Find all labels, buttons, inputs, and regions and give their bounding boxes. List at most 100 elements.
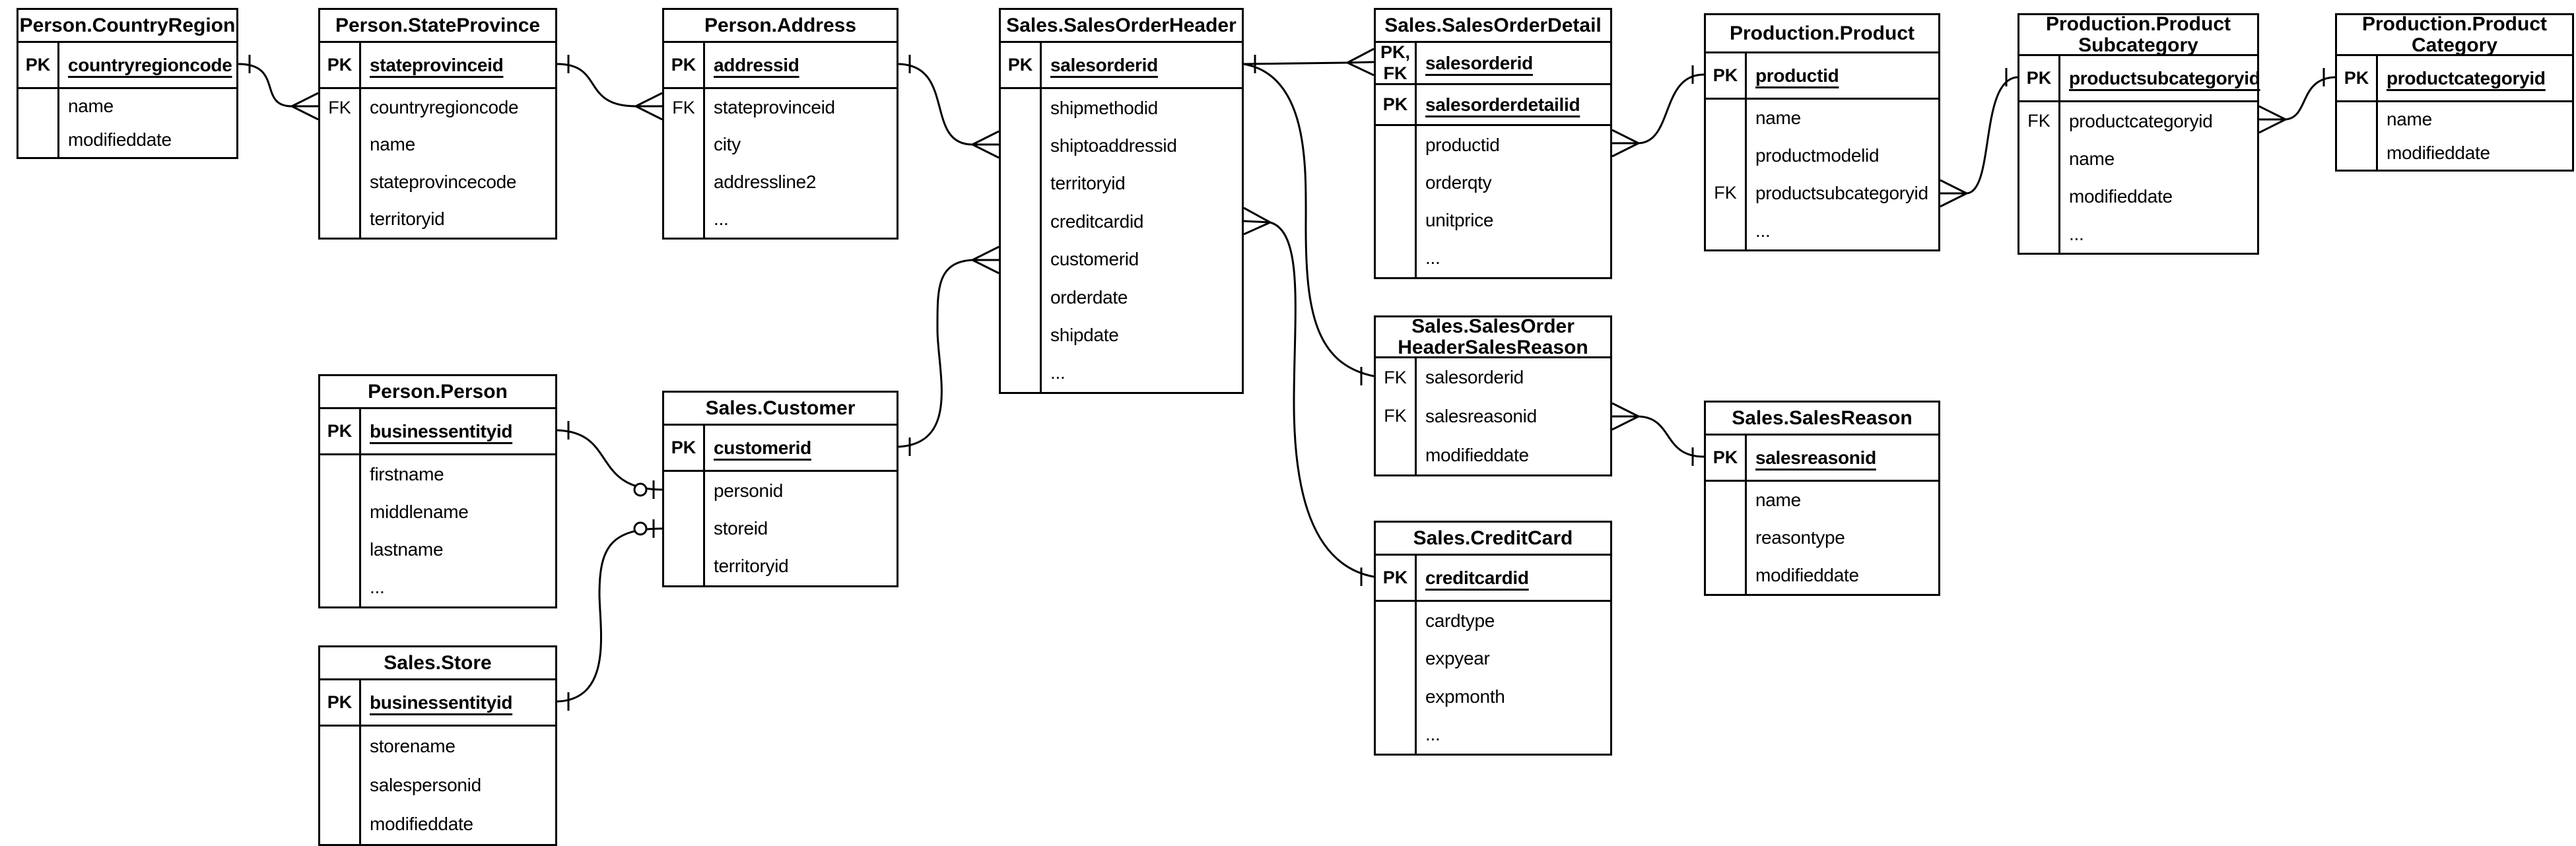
field-row: ... [1376, 239, 1610, 277]
entity-title: Sales.SalesOrderDetail [1376, 10, 1610, 43]
pk-field: salesreasonid [1755, 447, 1876, 468]
field-row: name [2337, 102, 2572, 136]
field-row: name [1706, 100, 1938, 137]
field-row: modifieddate [320, 804, 555, 844]
field-row: addressline2 [664, 163, 897, 201]
field-row: creditcardid [1001, 203, 1242, 241]
field-row: reasontype [1706, 519, 1938, 557]
entity-title: Sales.Store [320, 647, 555, 680]
connector-salesorderheader-salesorderdetail[interactable] [1243, 48, 1374, 77]
pk-row: PK salesreasonid [1706, 436, 1938, 482]
entity-person-countryregion[interactable]: Person.CountryRegion PK countryregioncod… [17, 8, 238, 159]
pk-row: PK customerid [664, 426, 897, 472]
connector-salesorderdetail-product[interactable] [1611, 65, 1705, 158]
pk-field: productsubcategoryid [2069, 67, 2260, 88]
key-label: FK [1376, 358, 1417, 397]
pk-field: salesorderdetailid [1425, 94, 1580, 115]
key-label: FK [2019, 102, 2060, 140]
field-row: modifieddate [18, 123, 236, 157]
field-list: cardtype expyear expmonth ... [1376, 602, 1610, 754]
key-label: PK [1706, 53, 1747, 98]
entity-production-product[interactable]: Production.Product PK productid name pro… [1704, 13, 1940, 251]
field-row: ... [320, 568, 555, 606]
field-row: name [320, 126, 555, 164]
field-list: name modifieddate [18, 89, 236, 157]
entity-sales-store[interactable]: Sales.Store PK businessentityid storenam… [318, 645, 557, 846]
entity-sales-salesorderheader[interactable]: Sales.SalesOrderHeader PK salesorderid s… [999, 8, 1244, 394]
pk-field: businessentityid [370, 420, 513, 441]
field-row: shipdate [1001, 316, 1242, 354]
entity-title: Person.Person [320, 376, 555, 409]
key-label: PK [1706, 436, 1747, 480]
key-label: PK [18, 43, 59, 87]
key-label: FK [320, 89, 361, 127]
pkfk-row: PK, FK salesorderid [1376, 42, 1610, 85]
zero-circle [633, 482, 648, 497]
field-row: productmodelid [1706, 137, 1938, 175]
field-row: territoryid [320, 200, 555, 238]
field-list: shipmethodid shiptoaddressid territoryid… [1001, 89, 1242, 392]
connector-creditcard-salesorderheader[interactable] [1243, 207, 1374, 586]
connector-address-salesorderheader[interactable] [898, 55, 1000, 159]
entity-sales-salesreason[interactable]: Sales.SalesReason PK salesreasonid name … [1704, 401, 1940, 596]
field-list: productid orderqty unitprice ... [1376, 126, 1610, 277]
connector-stateprovince-address[interactable] [557, 55, 663, 121]
connector-customer-salesorderheader[interactable] [898, 245, 1000, 456]
entity-title: Sales.SalesOrderHeader [1001, 10, 1242, 43]
entity-person-stateprovince[interactable]: Person.StateProvince PK stateprovinceid … [318, 8, 557, 240]
connector-person-customer[interactable] [557, 421, 663, 499]
connector-salesorderheader-salesorderheadersalesreason[interactable] [1243, 63, 1374, 385]
pk-row: PK addressid [664, 43, 897, 89]
pk-row: PK businessentityid [320, 680, 555, 727]
field-row: ... [1706, 212, 1938, 249]
entity-sales-customer[interactable]: Sales.Customer PK customerid personid st… [662, 391, 898, 587]
field-row: orderqty [1376, 164, 1610, 202]
field-row: customerid [1001, 240, 1242, 278]
connector-productsubcategory-productcategory[interactable] [2258, 68, 2336, 134]
field-row: personid [664, 472, 897, 510]
field-row: salespersonid [320, 765, 555, 805]
field-row: name [18, 89, 236, 123]
entity-title: Production.Product [1706, 15, 1938, 53]
field-row: storename [320, 727, 555, 766]
pk-field: salesorderid [1050, 54, 1158, 75]
pk-row: PK salesorderid [1001, 43, 1242, 89]
entity-sales-creditcard[interactable]: Sales.CreditCard PK creditcardid cardtyp… [1374, 521, 1612, 756]
key-label: PK [320, 43, 361, 87]
field-row: modifieddate [2019, 178, 2257, 215]
connector-salesorderheadersalesreason-salesreason[interactable] [1611, 402, 1705, 466]
key-label: PK [1376, 556, 1417, 600]
field-row: city [664, 126, 897, 164]
pk-field: salesorderid [1425, 52, 1533, 73]
connector-store-customer[interactable] [557, 519, 663, 711]
pk-row: PK creditcardid [1376, 556, 1610, 602]
field-row: modifieddate [2337, 136, 2572, 170]
pk-row: PK productid [1706, 53, 1938, 100]
field-row: ... [2019, 215, 2257, 253]
entity-person-person[interactable]: Person.Person PK businessentityid firstn… [318, 374, 557, 608]
key-label: PK [1001, 43, 1042, 87]
field-list: name reasontype modifieddate [1706, 482, 1938, 595]
pk-row: PK businessentityid [320, 409, 555, 455]
entity-sales-salesorderdetail[interactable]: Sales.SalesOrderDetail PK, FK salesorder… [1374, 8, 1612, 279]
key-label: PK [320, 680, 361, 725]
field-list: storename salespersonid modifieddate [320, 727, 555, 844]
pk-row: PK stateprovinceid [320, 43, 555, 89]
connector-countryregion-stateprovince[interactable] [238, 55, 319, 121]
entity-title: Person.CountryRegion [18, 10, 236, 43]
connector-product-productsubcategory[interactable] [1940, 68, 2018, 208]
key-label: PK, FK [1376, 42, 1417, 83]
entity-title: Sales.Customer [664, 393, 897, 426]
